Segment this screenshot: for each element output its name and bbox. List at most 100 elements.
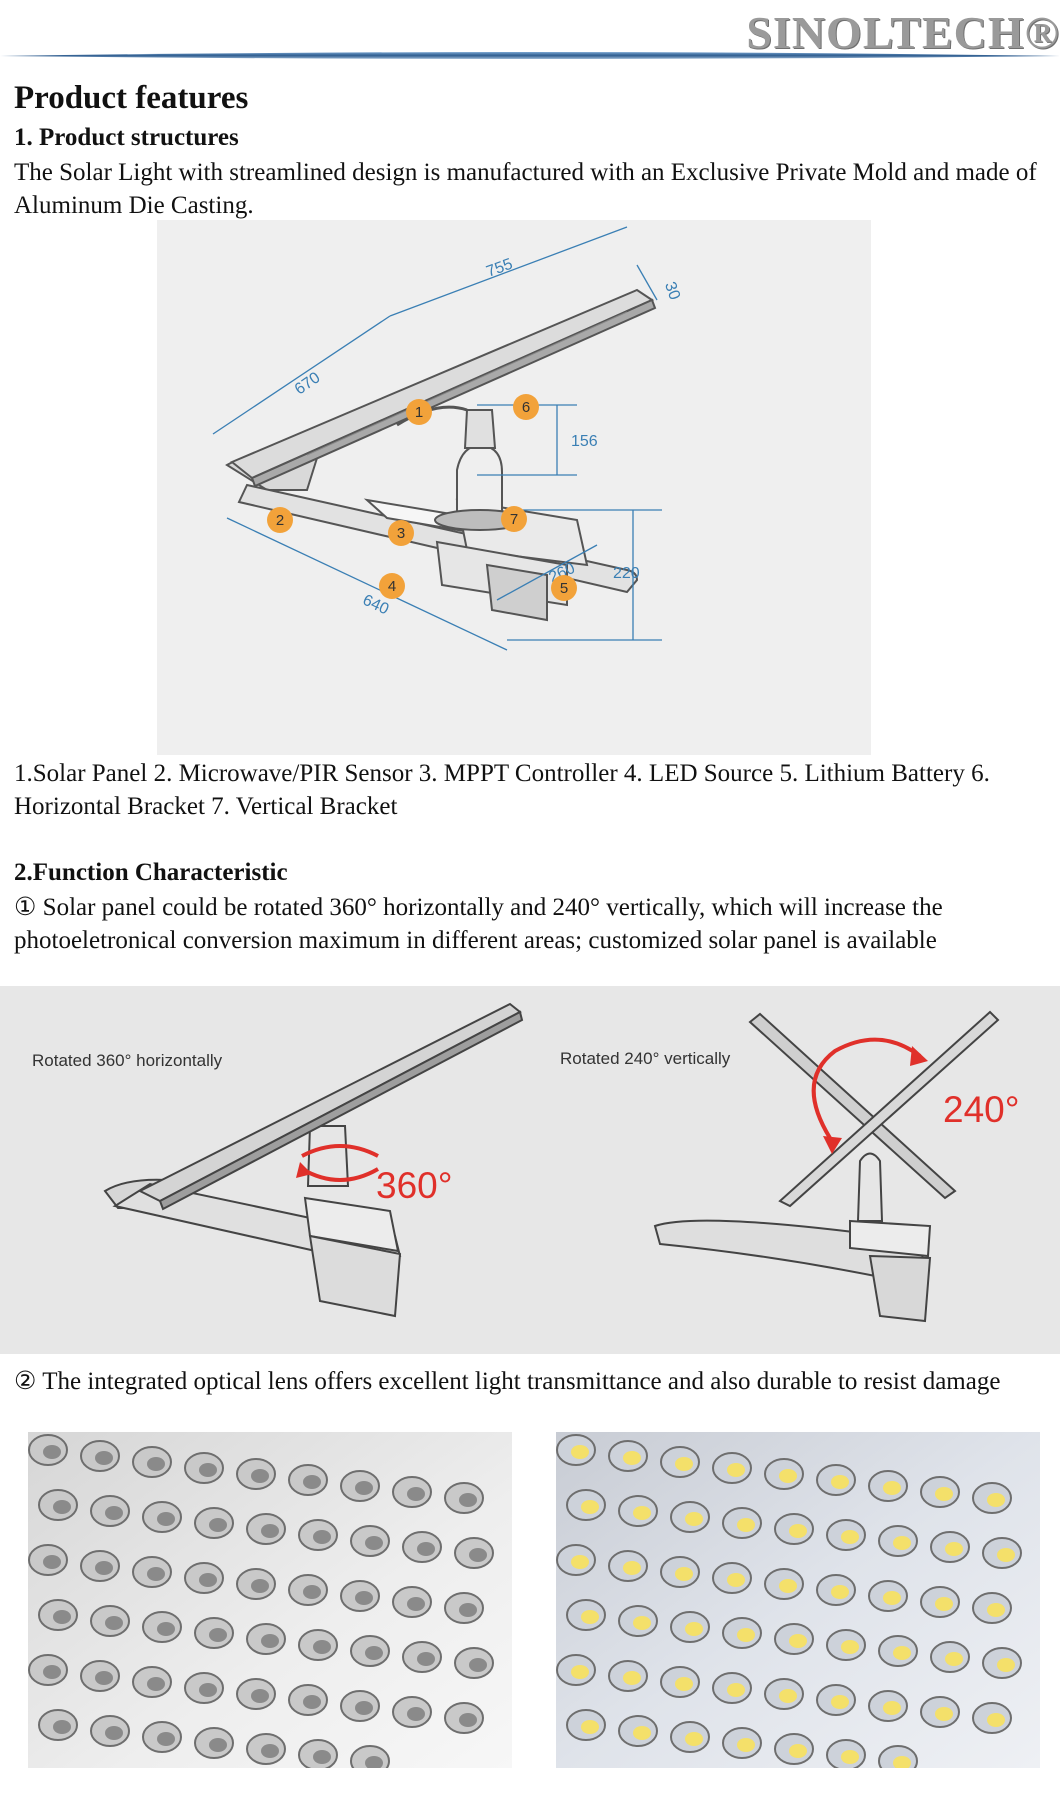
section-heading-function: 2.Function Characteristic <box>14 859 288 886</box>
optical-lens <box>350 1635 390 1667</box>
optical-lens <box>184 1452 224 1484</box>
rotation-horizontal-label: Rotated 360° horizontally <box>32 1051 223 1070</box>
optical-lens <box>90 1715 130 1747</box>
dim-755: 755 <box>484 256 515 281</box>
led-lens <box>930 1641 970 1673</box>
led-lens <box>764 1458 804 1490</box>
optical-lens <box>246 1733 286 1765</box>
led-lens <box>608 1550 648 1582</box>
angle-240: 240° <box>943 1089 1020 1130</box>
marker-4: 4 <box>388 578 396 595</box>
led-lens <box>556 1654 596 1686</box>
marker-7: 7 <box>510 511 518 528</box>
optical-lens <box>350 1745 390 1768</box>
section-heading-structures: 1. Product structures <box>14 124 239 151</box>
led-lens <box>868 1580 908 1612</box>
optical-lens <box>194 1507 234 1539</box>
led-lens <box>774 1733 814 1765</box>
led-lens <box>816 1684 856 1716</box>
led-lens <box>660 1556 700 1588</box>
marker-2: 2 <box>276 512 284 529</box>
led-lens <box>566 1709 606 1741</box>
optical-lens <box>28 1434 68 1466</box>
rotation-vertical-label: Rotated 240° vertically <box>560 1049 731 1068</box>
optical-lens <box>38 1599 78 1631</box>
optical-lens <box>444 1592 484 1624</box>
optical-lens <box>142 1611 182 1643</box>
header-rule <box>0 52 1060 59</box>
led-lens <box>660 1446 700 1478</box>
led-lens <box>774 1623 814 1655</box>
led-lens <box>670 1611 710 1643</box>
led-lens <box>722 1617 762 1649</box>
optical-lens <box>402 1531 442 1563</box>
optical-lens <box>444 1482 484 1514</box>
optical-lens <box>392 1476 432 1508</box>
marker-1: 1 <box>415 404 423 421</box>
led-lens <box>982 1537 1022 1569</box>
led-lens <box>826 1519 866 1551</box>
optical-lens <box>288 1464 328 1496</box>
optical-lens <box>80 1550 120 1582</box>
optical-lens <box>236 1458 276 1490</box>
brand-logo: SINOLTECH® <box>746 7 1060 58</box>
optical-lens <box>80 1440 120 1472</box>
led-lens <box>868 1470 908 1502</box>
led-lens <box>826 1739 866 1768</box>
optical-lens <box>246 1623 286 1655</box>
optical-lens <box>246 1513 286 1545</box>
led-lens <box>764 1678 804 1710</box>
led-lens <box>556 1544 596 1576</box>
led-lens <box>920 1696 960 1728</box>
led-lens <box>670 1721 710 1753</box>
optical-lens <box>340 1470 380 1502</box>
led-lens <box>972 1702 1012 1734</box>
angle-360: 360° <box>376 1165 453 1206</box>
dim-156: 156 <box>571 433 598 450</box>
dim-30: 30 <box>661 280 683 303</box>
optical-lens <box>80 1660 120 1692</box>
optical-lens <box>298 1629 338 1661</box>
led-lens <box>972 1592 1012 1624</box>
optical-lens <box>288 1684 328 1716</box>
led-lens <box>608 1440 648 1472</box>
optical-lens <box>236 1678 276 1710</box>
led-lens <box>878 1745 918 1768</box>
led-lens <box>972 1482 1012 1514</box>
optical-lens <box>236 1568 276 1600</box>
rotation-illustration: Rotated 360° horizontally Rotated 240° v… <box>0 986 1060 1354</box>
optical-lens <box>454 1647 494 1679</box>
led-lens <box>920 1476 960 1508</box>
optical-lens <box>28 1654 68 1686</box>
optical-lens <box>38 1489 78 1521</box>
led-lens <box>774 1513 814 1545</box>
led-lens <box>816 1464 856 1496</box>
optical-lens <box>194 1617 234 1649</box>
led-lens <box>868 1690 908 1722</box>
led-lens <box>566 1599 606 1631</box>
optical-lens <box>340 1690 380 1722</box>
optical-lens <box>298 1519 338 1551</box>
led-lens <box>618 1495 658 1527</box>
optical-lens <box>392 1586 432 1618</box>
optical-lens <box>38 1709 78 1741</box>
optical-lens <box>288 1574 328 1606</box>
led-lens <box>920 1586 960 1618</box>
led-lens <box>712 1562 752 1594</box>
led-lens <box>826 1629 866 1661</box>
led-lens <box>618 1605 658 1637</box>
optical-lens <box>132 1556 172 1588</box>
led-lens <box>712 1672 752 1704</box>
marker-5: 5 <box>560 580 568 597</box>
led-lens <box>618 1715 658 1747</box>
optical-lens <box>298 1739 338 1768</box>
led-lens <box>660 1666 700 1698</box>
marker-6: 6 <box>522 399 530 416</box>
led-lens <box>982 1647 1022 1679</box>
parts-caption: 1.Solar Panel 2. Microwave/PIR Sensor 3.… <box>14 760 990 820</box>
optical-lens <box>194 1727 234 1759</box>
led-lens <box>722 1507 762 1539</box>
page-title: Product features <box>14 80 249 116</box>
structure-diagram: 755 30 670 156 220 260 640 1 2 3 4 5 6 7 <box>157 220 871 755</box>
optical-lens <box>132 1446 172 1478</box>
